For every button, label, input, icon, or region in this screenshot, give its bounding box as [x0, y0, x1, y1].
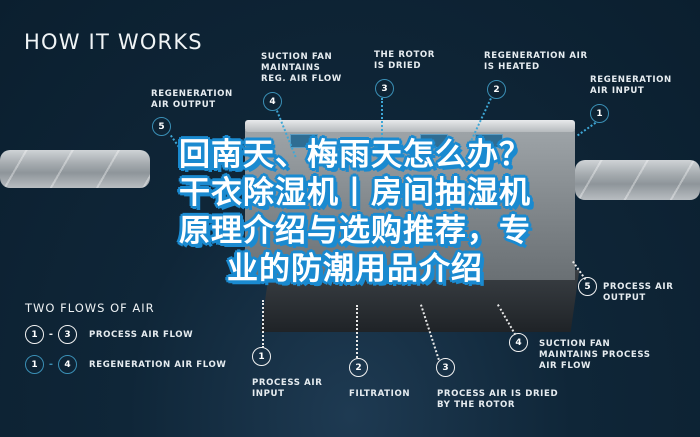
callout-number-regen-5: 5: [152, 117, 171, 136]
callout-label-process-5: PROCESS AIR OUTPUT: [603, 282, 674, 303]
legend-title: TWO FLOWS OF AIR: [25, 301, 155, 315]
page-title: HOW IT WORKS: [24, 30, 203, 54]
machine-panel: [475, 134, 503, 148]
leader-line: [576, 122, 597, 137]
process-duct-right: [575, 160, 700, 200]
legend-number-to: 3: [58, 325, 77, 344]
callout-label-regen-5: REGENERATION AIR OUTPUT: [151, 89, 233, 110]
legend-dash: -: [48, 359, 54, 370]
machine-panel: [290, 134, 318, 148]
leader-line: [381, 98, 383, 143]
overlay-title-line: 回南天、梅雨天怎么办？: [179, 137, 531, 173]
callout-number-regen-3: 3: [375, 79, 394, 98]
callout-number-regen-4: 4: [263, 92, 282, 111]
callout-number-regen-2: 2: [487, 80, 506, 99]
legend-row-regeneration: 1 - 4 REGENERATION AIR FLOW: [25, 355, 227, 374]
regeneration-duct-left: [0, 150, 150, 188]
machine-body: [245, 130, 575, 280]
callout-number-process-2: 2: [349, 358, 368, 377]
leader-line: [356, 305, 358, 358]
legend-row-process: 1 - 3 PROCESS AIR FLOW: [25, 325, 193, 344]
machine-top: [245, 120, 575, 132]
callout-number-regen-1: 1: [590, 104, 609, 123]
callout-label-process-1: PROCESS AIR INPUT: [252, 378, 323, 399]
callout-label-regen-1: REGENERATION AIR INPUT: [590, 75, 672, 96]
callout-label-regen-4: SUCTION FAN MAINTAINS REG. AIR FLOW: [261, 52, 342, 84]
overlay-title: 回南天、梅雨天怎么办？ 干衣除湿机丨房间抽湿机 原理介绍与选购推荐，专 业的防潮…: [112, 136, 598, 288]
legend-dash: -: [48, 329, 54, 340]
legend-number-from: 1: [25, 355, 44, 374]
legend-label: PROCESS AIR FLOW: [89, 329, 194, 340]
callout-number-process-4: 4: [509, 333, 528, 352]
legend-label: REGENERATION AIR FLOW: [89, 359, 227, 370]
callout-label-regen-2: REGENERATION AIR IS HEATED: [484, 51, 588, 72]
callout-label-regen-3: THE ROTOR IS DRIED: [374, 50, 436, 71]
callout-label-process-2: FILTRATION: [349, 389, 411, 399]
callout-number-process-5: 5: [578, 277, 597, 296]
leader-line: [262, 300, 264, 348]
callout-label-process-4: SUCTION FAN MAINTAINS PROCESS AIR FLOW: [539, 339, 651, 371]
legend-number-to: 4: [58, 355, 77, 374]
machine-panel: [420, 134, 448, 148]
overlay-title-line: 业的防潮用品介绍: [227, 251, 483, 287]
legend-number-from: 1: [25, 325, 44, 344]
callout-number-process-1: 1: [252, 347, 271, 366]
overlay-title-line: 干衣除湿机丨房间抽湿机: [179, 175, 531, 211]
overlay-title-line: 原理介绍与选购推荐，专: [179, 213, 531, 249]
callout-number-process-3: 3: [436, 358, 455, 377]
callout-label-process-3: PROCESS AIR IS DRIED BY THE ROTOR: [437, 389, 559, 410]
